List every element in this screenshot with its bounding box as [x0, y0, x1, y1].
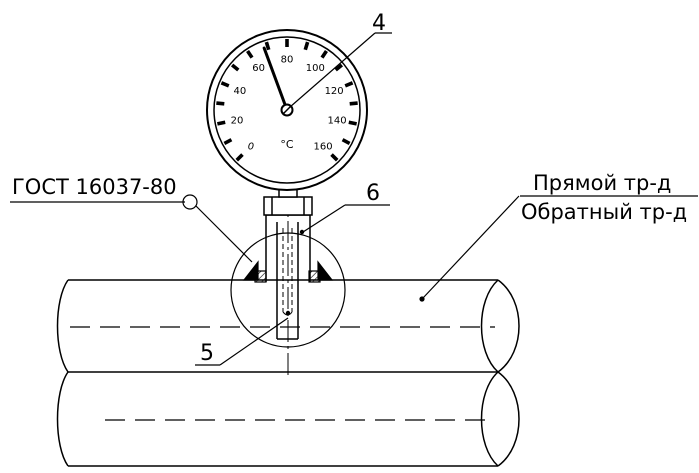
return-pipe-label: Обратный тр-д [521, 200, 687, 224]
gauge-scale-label: 40 [234, 86, 247, 97]
return-pipe [56, 371, 520, 467]
gauge-tick [246, 49, 254, 59]
gauge-scale-labels: 0 20 40 60 80 100 120 140 160 [231, 55, 347, 153]
gauge-tick [341, 138, 351, 146]
pipe-leader-dot [419, 296, 425, 302]
gauge-tick [320, 49, 328, 59]
gauge-scale-label: 20 [231, 115, 244, 126]
thermo-well-leader-dot [285, 310, 291, 316]
gauge-tick [264, 41, 271, 51]
gauge-scale-label: 140 [327, 115, 346, 126]
gauge-tick [235, 153, 244, 162]
gauge-tick [330, 153, 339, 162]
gauge-scale-label: 80 [281, 55, 294, 66]
gauge-needle [262, 46, 289, 112]
supply-pipe-label: Прямой тр-д [533, 171, 671, 195]
hex-nut [263, 184, 313, 216]
gauge-scale-ticks [216, 39, 358, 162]
gauge-tick [303, 41, 310, 51]
gauge-tick [223, 138, 233, 146]
gauge-tick [348, 120, 357, 126]
gauge-tick [230, 63, 240, 72]
gauge-hub-slot [282, 105, 292, 115]
gauge-scale-label: 160 [314, 142, 333, 153]
sleeve-leader-dot [299, 229, 305, 235]
gauge-tick [349, 101, 358, 106]
gauge-tick [216, 101, 225, 106]
gauge-scale-label: 0 [248, 142, 254, 153]
gauge-scale-label: 100 [306, 63, 325, 74]
leader-lines [10, 32, 698, 366]
gauge-unit-label: °C [280, 138, 294, 151]
standard-label: ГОСТ 16037-80 [12, 175, 177, 199]
gauge-tick [220, 81, 230, 88]
gauge-inner-rim [213, 36, 361, 184]
callout-6: 6 [366, 181, 380, 206]
gauge-tick [217, 120, 226, 126]
callout-5: 5 [200, 341, 214, 366]
gauge-scale-label: 120 [325, 86, 344, 97]
gauge-tick [344, 81, 354, 88]
gauge-tick [334, 63, 344, 72]
gauge-scale-label: 60 [252, 63, 265, 74]
thermometer-gauge: 0 20 40 60 80 100 120 140 160 °C [206, 29, 368, 191]
callout-4: 4 [372, 11, 386, 36]
